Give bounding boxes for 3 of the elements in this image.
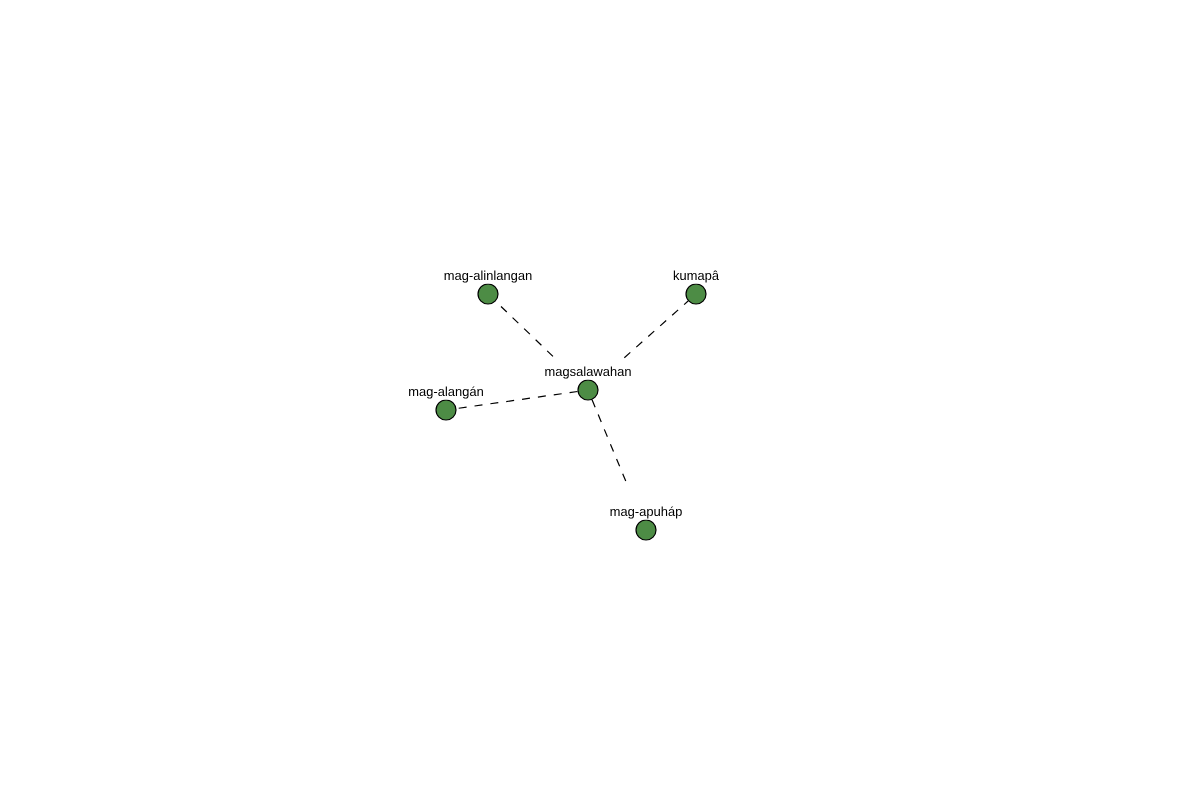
connector-line <box>623 300 689 359</box>
connector-line <box>495 300 554 357</box>
connector-line <box>455 390 579 410</box>
